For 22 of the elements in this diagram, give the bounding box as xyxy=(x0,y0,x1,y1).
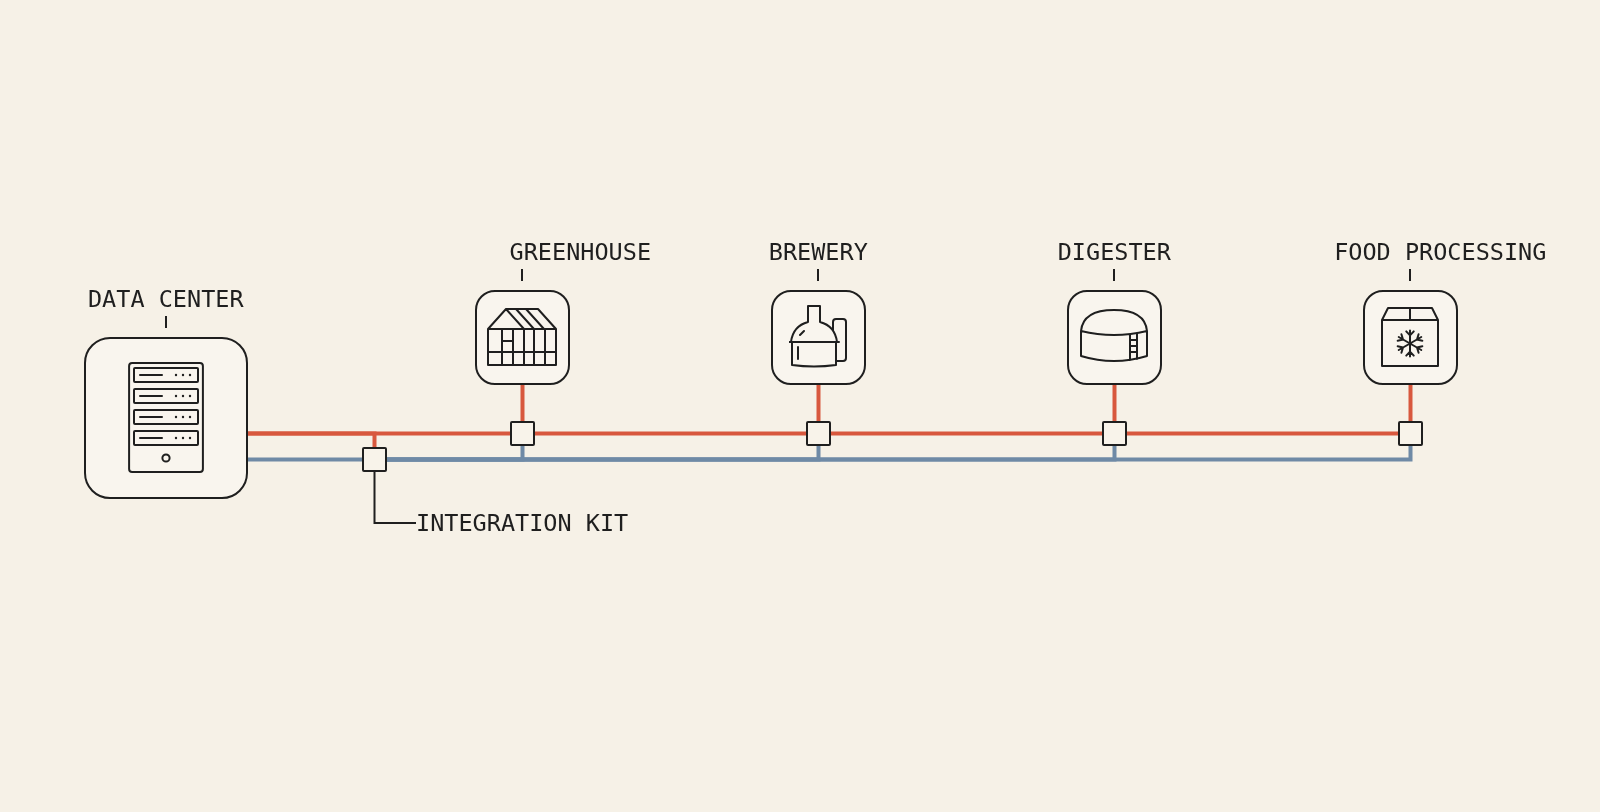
pipe-line xyxy=(535,431,806,436)
leader-line xyxy=(373,471,417,524)
pipe-line xyxy=(248,431,377,447)
pipe-line xyxy=(1112,385,1117,421)
pipe-junction xyxy=(806,421,831,446)
node-label: GREENHOUSE xyxy=(509,240,652,265)
pipe-line xyxy=(520,385,525,421)
pipe-line xyxy=(387,446,1413,462)
pipe-line xyxy=(248,457,362,462)
pipe-junction xyxy=(510,421,535,446)
node-label: DIGESTER xyxy=(1057,240,1171,265)
pipe-line xyxy=(1127,431,1398,436)
pipe-line xyxy=(831,431,1102,436)
pipe-junction xyxy=(362,447,387,472)
pipe-junction xyxy=(1102,421,1127,446)
pipe-line xyxy=(816,385,821,421)
node-label: BREWERY xyxy=(768,240,868,265)
node-label: FOOD PROCESSING xyxy=(1334,240,1547,265)
pipe-line xyxy=(1408,385,1413,421)
callout-label: INTEGRATION KIT xyxy=(416,509,629,537)
pipe-junction xyxy=(1398,421,1423,446)
node-label: DATA CENTER xyxy=(88,287,244,312)
